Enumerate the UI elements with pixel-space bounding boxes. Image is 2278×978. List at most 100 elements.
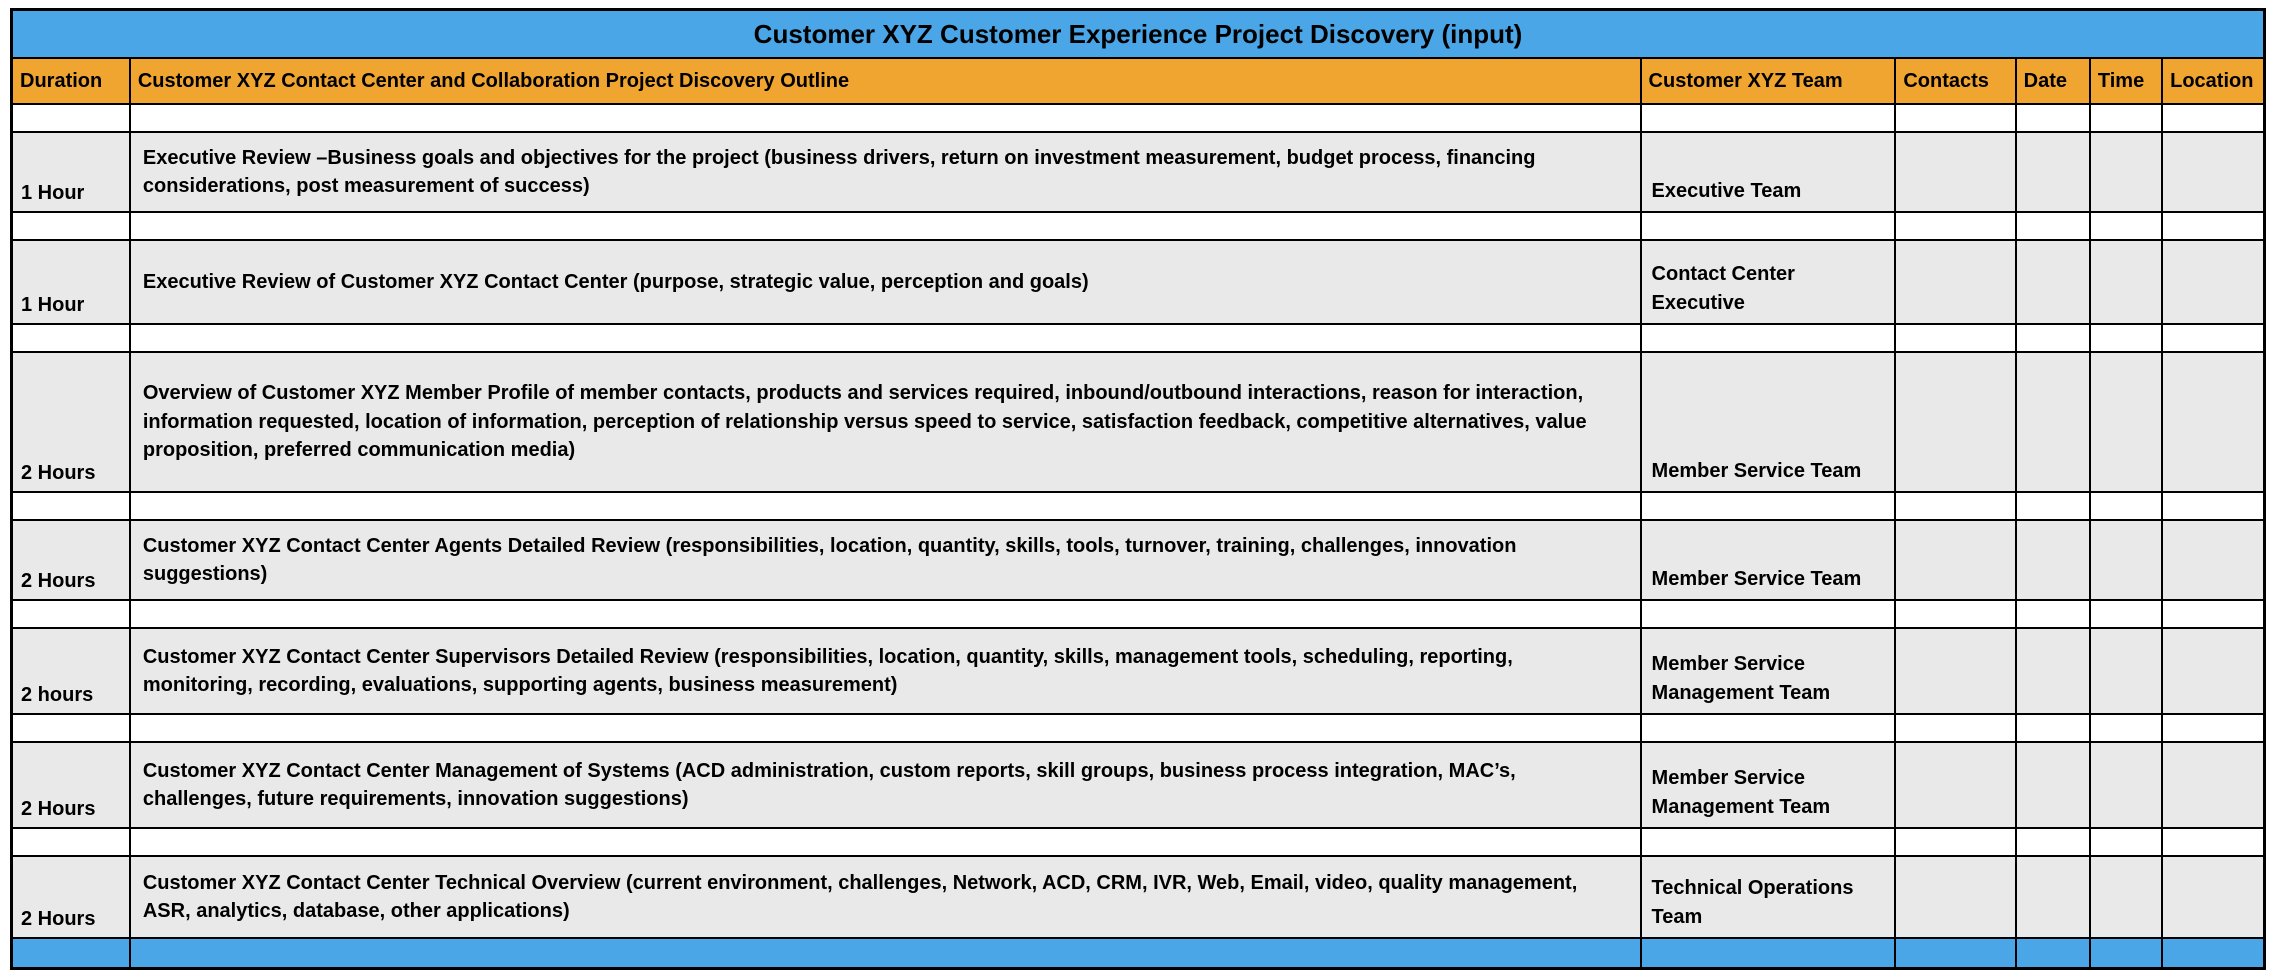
- outline-cell: Customer XYZ Contact Center Technical Ov…: [128, 855, 1642, 939]
- date-cell[interactable]: [2014, 627, 2091, 715]
- location-cell[interactable]: [2161, 741, 2266, 829]
- location-cell[interactable]: [2161, 351, 2266, 493]
- table-row: 2 Hours Overview of Customer XYZ Member …: [10, 351, 2266, 493]
- location-cell[interactable]: [2161, 519, 2266, 601]
- contacts-cell[interactable]: [1894, 741, 2017, 829]
- spacer-cell: [1639, 491, 1897, 521]
- footer-cell: [2161, 937, 2266, 969]
- time-cell[interactable]: [2088, 519, 2164, 601]
- spacer-cell: [1639, 323, 1897, 353]
- spacer-row: [10, 211, 2266, 241]
- outline-cell: Customer XYZ Contact Center Agents Detai…: [128, 519, 1642, 601]
- footer-cell: [2014, 937, 2091, 969]
- time-cell[interactable]: [2088, 627, 2164, 715]
- spacer-cell: [2014, 713, 2091, 743]
- contacts-cell[interactable]: [1894, 855, 2017, 939]
- spacer-cell: [10, 827, 131, 857]
- spacer-cell: [128, 491, 1642, 521]
- spacer-cell: [10, 211, 131, 241]
- team-cell: Contact Center Executive: [1639, 239, 1897, 325]
- spacer-cell: [2161, 713, 2266, 743]
- spacer-cell: [2161, 211, 2266, 241]
- date-cell[interactable]: [2014, 131, 2091, 213]
- footer-cell: [128, 937, 1642, 969]
- spacer-cell: [2161, 103, 2266, 133]
- spacer-cell: [128, 211, 1642, 241]
- contacts-cell[interactable]: [1894, 627, 2017, 715]
- column-header-date: Date: [2014, 57, 2091, 105]
- spacer-cell: [2014, 827, 2091, 857]
- column-header-time: Time: [2088, 57, 2164, 105]
- table-row: 1 Hour Executive Review of Customer XYZ …: [10, 239, 2266, 325]
- contacts-cell[interactable]: [1894, 519, 2017, 601]
- team-cell: Executive Team: [1639, 131, 1897, 213]
- spacer-cell: [2014, 491, 2091, 521]
- spacer-cell: [2088, 211, 2164, 241]
- location-cell[interactable]: [2161, 627, 2266, 715]
- contacts-cell[interactable]: [1894, 351, 2017, 493]
- footer-row: [10, 937, 2266, 969]
- spacer-cell: [1894, 827, 2017, 857]
- location-cell[interactable]: [2161, 131, 2266, 213]
- header-row: Duration Customer XYZ Contact Center and…: [10, 57, 2266, 105]
- outline-cell: Customer XYZ Contact Center Supervisors …: [128, 627, 1642, 715]
- duration-cell: 1 Hour: [10, 239, 131, 325]
- spacer-cell: [1894, 713, 2017, 743]
- spacer-cell: [2161, 599, 2266, 629]
- spacer-cell: [1639, 103, 1897, 133]
- table-row: 1 Hour Executive Review –Business goals …: [10, 131, 2266, 213]
- duration-cell: 1 Hour: [10, 131, 131, 213]
- date-cell[interactable]: [2014, 351, 2091, 493]
- spacer-row: [10, 491, 2266, 521]
- column-header-contacts: Contacts: [1894, 57, 2017, 105]
- spacer-cell: [128, 103, 1642, 133]
- spacer-cell: [128, 827, 1642, 857]
- spacer-cell: [2088, 599, 2164, 629]
- duration-cell: 2 Hours: [10, 519, 131, 601]
- column-header-outline: Customer XYZ Contact Center and Collabor…: [128, 57, 1642, 105]
- team-cell: Technical Operations Team: [1639, 855, 1897, 939]
- duration-cell: 2 Hours: [10, 351, 131, 493]
- spacer-cell: [1639, 713, 1897, 743]
- date-cell[interactable]: [2014, 741, 2091, 829]
- time-cell[interactable]: [2088, 239, 2164, 325]
- spacer-cell: [2014, 103, 2091, 133]
- spacer-cell: [10, 323, 131, 353]
- table-row: 2 Hours Customer XYZ Contact Center Mana…: [10, 741, 2266, 829]
- table-row: 2 Hours Customer XYZ Contact Center Agen…: [10, 519, 2266, 601]
- contacts-cell[interactable]: [1894, 239, 2017, 325]
- spacer-cell: [128, 323, 1642, 353]
- date-cell[interactable]: [2014, 239, 2091, 325]
- footer-cell: [10, 937, 131, 969]
- team-cell: Member Service Management Team: [1639, 741, 1897, 829]
- location-cell[interactable]: [2161, 239, 2266, 325]
- date-cell[interactable]: [2014, 855, 2091, 939]
- spacer-cell: [2088, 491, 2164, 521]
- time-cell[interactable]: [2088, 131, 2164, 213]
- spacer-cell: [2088, 827, 2164, 857]
- outline-cell: Executive Review of Customer XYZ Contact…: [128, 239, 1642, 325]
- duration-cell: 2 Hours: [10, 741, 131, 829]
- spacer-cell: [1639, 827, 1897, 857]
- spacer-cell: [1639, 211, 1897, 241]
- footer-cell: [1639, 937, 1897, 969]
- spacer-cell: [2088, 323, 2164, 353]
- column-header-team: Customer XYZ Team: [1639, 57, 1897, 105]
- duration-cell: 2 Hours: [10, 855, 131, 939]
- spacer-cell: [2161, 323, 2266, 353]
- column-header-duration: Duration: [10, 57, 131, 105]
- column-header-location: Location: [2161, 57, 2266, 105]
- spacer-cell: [128, 599, 1642, 629]
- spacer-cell: [1894, 211, 2017, 241]
- time-cell[interactable]: [2088, 855, 2164, 939]
- contacts-cell[interactable]: [1894, 131, 2017, 213]
- title-row: Customer XYZ Customer Experience Project…: [10, 8, 2266, 59]
- time-cell[interactable]: [2088, 741, 2164, 829]
- location-cell[interactable]: [2161, 855, 2266, 939]
- spacer-row: [10, 713, 2266, 743]
- time-cell[interactable]: [2088, 351, 2164, 493]
- table-row: 2 Hours Customer XYZ Contact Center Tech…: [10, 855, 2266, 939]
- spacer-cell: [1894, 491, 2017, 521]
- spacer-cell: [2161, 491, 2266, 521]
- date-cell[interactable]: [2014, 519, 2091, 601]
